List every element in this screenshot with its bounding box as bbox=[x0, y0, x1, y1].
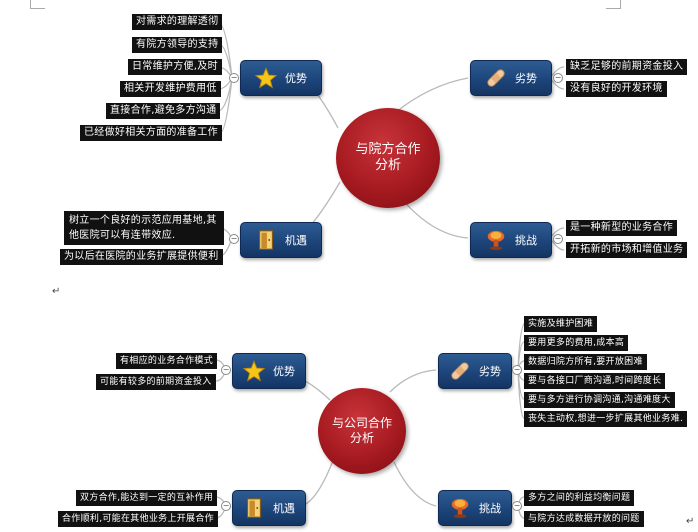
center-node-company[interactable]: 与公司合作 分析 bbox=[318, 388, 406, 474]
collapse-toggle[interactable]: − bbox=[553, 73, 563, 83]
node-threats-label: 挑战 bbox=[515, 234, 537, 247]
weakness-item: 缺乏足够的前期资金投入 bbox=[566, 59, 688, 75]
collapse-toggle[interactable]: − bbox=[229, 234, 239, 244]
paragraph-mark: ↵ bbox=[686, 516, 695, 527]
node-weaknesses[interactable]: 劣势 bbox=[438, 353, 512, 389]
strength-item: 直接合作,避免多方沟通 bbox=[106, 103, 221, 119]
center-node-hospital[interactable]: 与院方合作 分析 bbox=[336, 108, 440, 208]
node-opportunities[interactable]: 机遇 bbox=[240, 222, 322, 258]
node-opportunities[interactable]: 机遇 bbox=[232, 490, 306, 526]
weakness-item: 没有良好的开发环境 bbox=[566, 81, 667, 97]
strength-item: 相关开发维护费用低 bbox=[120, 81, 221, 97]
strength-item: 有相应的业务合作模式 bbox=[116, 353, 218, 369]
strength-item: 对需求的理解透彻 bbox=[132, 14, 223, 30]
threat-item: 与院方达成数据开放的问题 bbox=[524, 511, 644, 527]
node-threats[interactable]: 挑战 bbox=[470, 222, 552, 258]
opportunity-item: 合作顺利,可能在其他业务上开展合作 bbox=[58, 511, 218, 527]
explosion-icon bbox=[449, 497, 471, 519]
threat-item: 开拓新的市场和增值业务 bbox=[566, 242, 688, 258]
collapse-toggle[interactable]: − bbox=[512, 365, 522, 375]
center-title-line2: 分析 bbox=[374, 158, 401, 173]
collapse-toggle[interactable]: − bbox=[553, 234, 563, 244]
strength-item: 已经做好相关方面的准备工作 bbox=[80, 125, 222, 141]
opportunity-item: 双方合作,能达到一定的互补作用 bbox=[76, 490, 218, 506]
opportunity-item: 树立一个良好的示范应用基地,其他医院可以有连带效应. bbox=[64, 211, 224, 245]
star-icon bbox=[255, 67, 277, 89]
door-icon bbox=[255, 229, 277, 251]
strength-item: 可能有较多的前期资金投入 bbox=[96, 374, 216, 390]
paragraph-mark: ↵ bbox=[52, 286, 61, 297]
center-title-line2: 分析 bbox=[349, 431, 374, 445]
node-opportunities-label: 机遇 bbox=[273, 502, 295, 515]
strength-item: 有院方领导的支持 bbox=[132, 37, 223, 53]
collapse-toggle[interactable]: − bbox=[221, 501, 231, 511]
bandage-icon bbox=[485, 67, 507, 89]
bandage-icon bbox=[449, 360, 471, 382]
node-strengths[interactable]: 优势 bbox=[240, 60, 322, 96]
collapse-toggle[interactable]: − bbox=[221, 365, 231, 375]
weakness-item: 数据归院方所有,要开放困难 bbox=[524, 354, 647, 370]
node-strengths-label: 优势 bbox=[273, 365, 295, 378]
node-weaknesses-label: 劣势 bbox=[479, 365, 501, 378]
weakness-item: 要与各接口厂商沟通,时间跨度长 bbox=[524, 373, 666, 389]
opportunity-item: 为以后在医院的业务扩展提供便利 bbox=[60, 249, 223, 265]
node-weaknesses[interactable]: 劣势 bbox=[470, 60, 552, 96]
explosion-icon bbox=[485, 229, 507, 251]
weakness-item: 要与多方进行协调沟通,沟通难度大 bbox=[524, 392, 675, 408]
node-strengths-label: 优势 bbox=[285, 72, 307, 85]
node-threats-label: 挑战 bbox=[479, 502, 501, 515]
strength-item: 日常维护方便,及时 bbox=[128, 59, 222, 75]
center-title-line1: 与公司合作 bbox=[331, 416, 392, 430]
node-opportunities-label: 机遇 bbox=[285, 234, 307, 247]
collapse-toggle[interactable]: − bbox=[229, 73, 239, 83]
node-weaknesses-label: 劣势 bbox=[515, 72, 537, 85]
threat-item: 是一种新型的业务合作 bbox=[566, 220, 677, 236]
page-corner-mark-left bbox=[30, 0, 45, 9]
center-title-line1: 与院方合作 bbox=[355, 141, 421, 157]
page-corner-mark-right bbox=[606, 0, 621, 9]
collapse-toggle[interactable]: − bbox=[512, 501, 522, 511]
weakness-item: 要用更多的费用,成本高 bbox=[524, 335, 629, 351]
star-icon bbox=[243, 360, 265, 382]
weakness-item: 丧失主动权,想进一步扩展其他业务难. bbox=[524, 411, 688, 427]
threat-item: 多方之间的利益均衡问题 bbox=[524, 490, 635, 506]
door-icon bbox=[243, 497, 265, 519]
node-threats[interactable]: 挑战 bbox=[438, 490, 512, 526]
node-strengths[interactable]: 优势 bbox=[232, 353, 306, 389]
weakness-item: 实施及维护困难 bbox=[524, 316, 598, 332]
